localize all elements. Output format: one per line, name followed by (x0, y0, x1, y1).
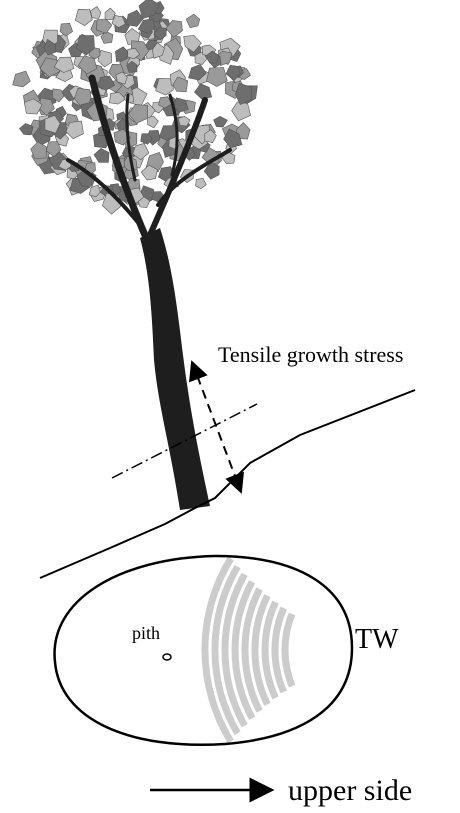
leaf (207, 68, 228, 87)
leaf (102, 193, 120, 214)
stem-cross-section (55, 556, 352, 745)
leaf (232, 102, 251, 121)
tension-wood-region (205, 559, 292, 742)
leaf (94, 148, 109, 162)
leaf (24, 99, 42, 114)
leaf (91, 7, 101, 19)
leaf (196, 178, 207, 188)
leaf (147, 116, 158, 128)
tension-wood-ring (285, 614, 292, 686)
leaf (214, 116, 228, 127)
tree-crown (13, 0, 258, 214)
upper-side-label: upper side (288, 774, 412, 807)
tree-trunk (140, 228, 210, 510)
pith-marker (163, 654, 171, 660)
leaf (75, 9, 92, 25)
leaf (60, 23, 73, 36)
ground-slope-line (40, 390, 415, 578)
leaf (13, 71, 31, 87)
leaf (186, 14, 200, 27)
tensile-stress-label: Tensile growth stress (218, 342, 403, 367)
tension-wood-label: TW (355, 624, 399, 655)
pith-label: pith (132, 623, 160, 643)
leaf (195, 84, 212, 99)
